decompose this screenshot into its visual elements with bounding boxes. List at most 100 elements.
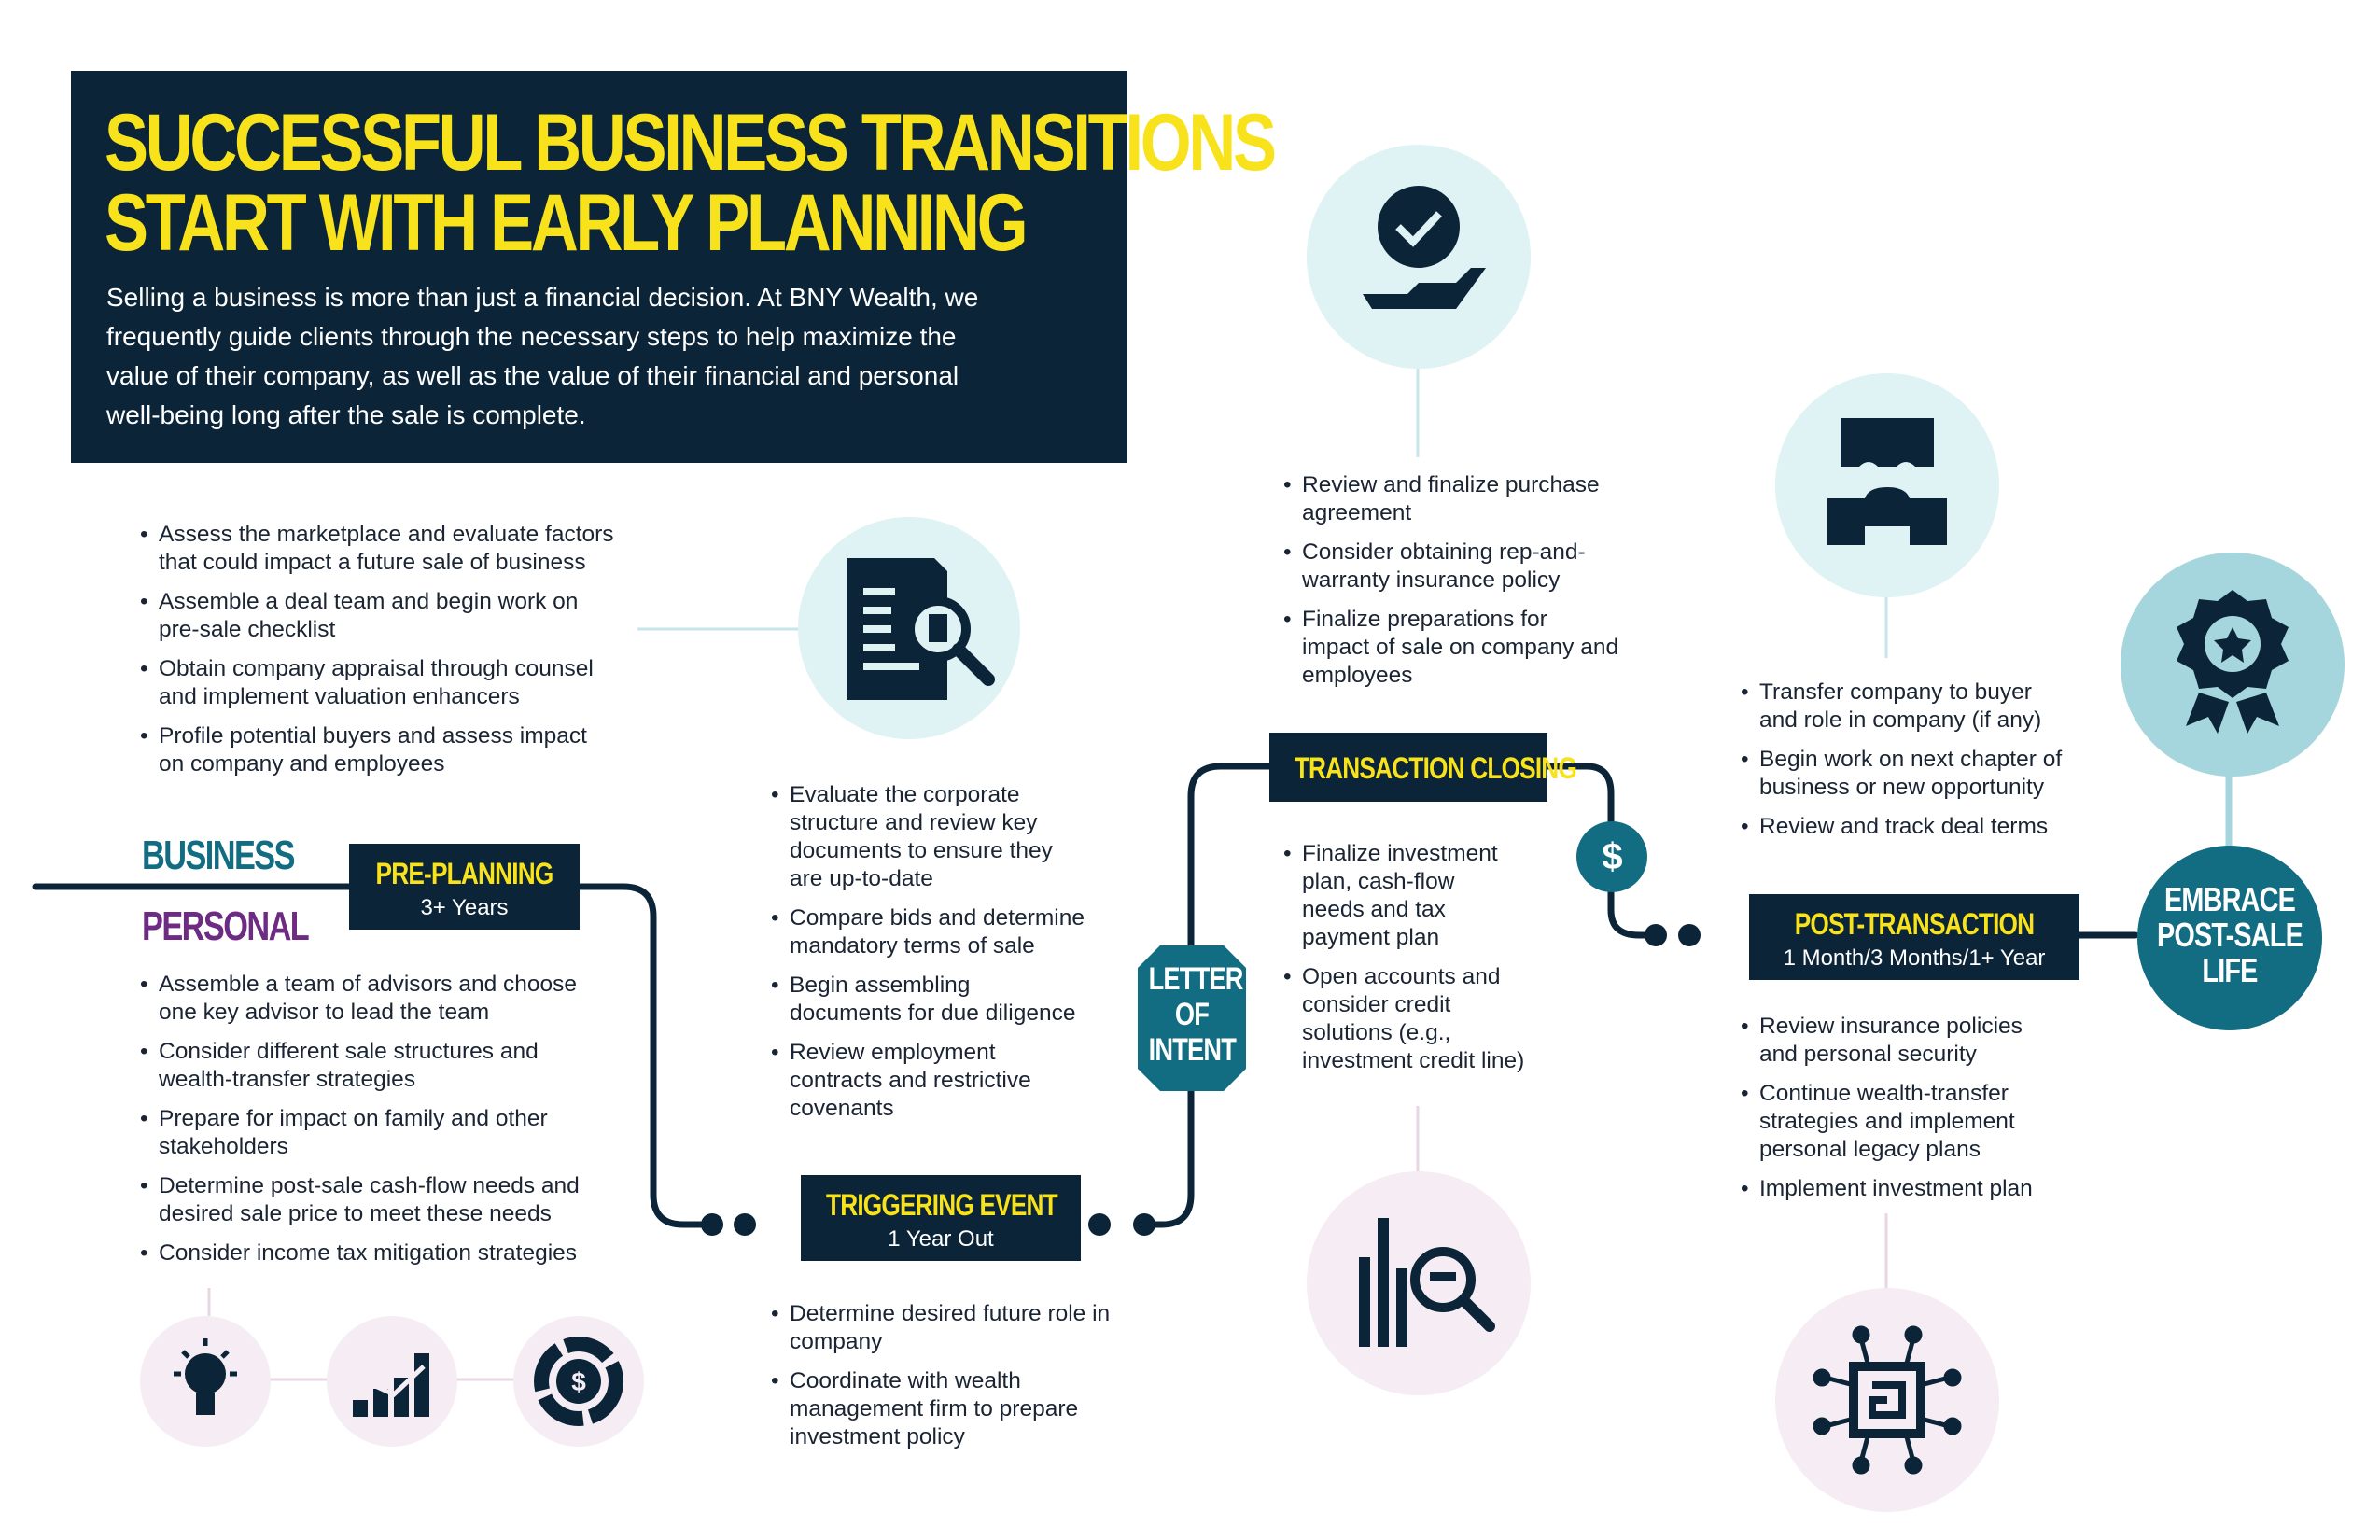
list-item: Assess the marketplace and evaluate fact… xyxy=(140,521,663,577)
list-item-line: Obtain company appraisal through counsel xyxy=(159,656,594,681)
business-track-label: BUSINESS xyxy=(142,833,296,878)
list-item-line: contracts and restrictive xyxy=(790,1068,1031,1093)
embrace-label: EMBRACE POST-SALE LIFE xyxy=(2137,882,2322,988)
list-item-line: and implement valuation enhancers xyxy=(159,684,520,709)
list-item-line: wealth-transfer strategies xyxy=(159,1067,416,1092)
list-item-line: Evaluate the corporate xyxy=(790,782,1020,807)
chart-search-circle xyxy=(1307,1171,1531,1395)
list-item: Consider different sale structures andwe… xyxy=(140,1038,663,1094)
list-item-line: covenants xyxy=(790,1096,894,1121)
list-item-line: Open accounts and xyxy=(1302,964,1501,989)
list-item-line: Review insurance policies xyxy=(1759,1014,2023,1039)
lightbulb-icon xyxy=(174,1338,237,1415)
pre-planning-business-list: Assess the marketplace and evaluate fact… xyxy=(140,521,663,790)
puzzle-icon xyxy=(1827,418,1947,545)
list-item: Begin assembling documents for due dilige… xyxy=(771,972,1163,1028)
list-item-line: solutions (e.g., xyxy=(1302,1020,1451,1045)
list-item-line: strategies and implement xyxy=(1759,1109,2015,1134)
triggering-business-list: Evaluate the corporate structure and revi… xyxy=(771,781,1163,1134)
intro-line: frequently guide clients through the nec… xyxy=(106,322,957,351)
list-item-line: plan, cash-flow xyxy=(1302,869,1455,894)
stage-transaction-closing: TRANSACTION CLOSING xyxy=(1269,733,1577,802)
list-item: Review employment contracts and restricti… xyxy=(771,1039,1163,1123)
intro-text: Selling a business is more than just a f… xyxy=(106,278,1096,435)
list-item: Open accounts and consider credit solution… xyxy=(1283,963,1582,1075)
list-item-line: pre-sale checklist xyxy=(159,617,336,642)
list-item-line: Implement investment plan xyxy=(1759,1176,2033,1201)
list-item: Finalize investment plan, cash-flow needs … xyxy=(1283,840,1582,952)
growth-chart-circle xyxy=(327,1316,457,1447)
growth-chart-icon xyxy=(351,1353,429,1417)
list-item-line: documents to ensure they xyxy=(790,838,1053,863)
list-item-line: needs and tax xyxy=(1302,897,1446,922)
circuit-circle xyxy=(1775,1288,1999,1512)
title-line-2: START WITH EARLY PLANNING xyxy=(105,178,1029,268)
letter-of-intent-badge xyxy=(1138,945,1246,1091)
page-title: SUCCESSFUL BUSINESS TRANSITIONS START WI… xyxy=(105,103,1277,263)
list-item: Assemble a deal team and begin work on pr… xyxy=(140,588,663,644)
svg-text:$: $ xyxy=(571,1367,586,1396)
stage-title: POST-TRANSACTION xyxy=(1794,907,2035,941)
list-item-line: Determine post-sale cash-flow needs and xyxy=(159,1173,580,1198)
list-item: Review and track deal terms xyxy=(1741,813,2151,841)
stage-title: TRANSACTION CLOSING xyxy=(1294,751,1577,785)
embrace-post-sale-life xyxy=(2137,846,2322,1030)
embrace-line: EMBRACE xyxy=(2163,880,2296,918)
list-item-line: on company and employees xyxy=(159,751,445,777)
dollar-marker: $ xyxy=(1576,821,1647,892)
list-item-line: Review employment xyxy=(790,1040,996,1065)
list-item-line: employees xyxy=(1302,663,1413,688)
hand-check-circle xyxy=(1307,145,1531,369)
list-item-line: agreement xyxy=(1302,500,1412,525)
pre-planning-personal-list: Assemble a team of advisors and chooseon… xyxy=(140,971,663,1279)
list-item-line: company xyxy=(790,1329,883,1354)
list-item-line: Consider obtaining rep-and- xyxy=(1302,539,1586,565)
list-item-line: are up-to-date xyxy=(790,866,933,891)
circuit-icon xyxy=(1813,1325,1962,1475)
list-item: Obtain company appraisal through counsel… xyxy=(140,655,663,711)
list-item-line: consider credit xyxy=(1302,992,1451,1017)
list-item-line: Review and track deal terms xyxy=(1759,814,2049,839)
intro-line: Selling a business is more than just a f… xyxy=(106,283,979,312)
list-item-line: structure and review key xyxy=(790,810,1038,835)
list-item: Assemble a team of advisors and chooseon… xyxy=(140,971,663,1027)
closing-personal-list: Finalize investment plan, cash-flow needs … xyxy=(1283,840,1582,1086)
list-item-line: Finalize investment xyxy=(1302,841,1498,866)
loi-line: LETTER xyxy=(1148,961,1244,997)
stage-pre-planning: PRE-PLANNING 3+ Years xyxy=(349,844,580,930)
stage-title: TRIGGERING EVENT xyxy=(826,1188,1058,1222)
list-item-line: one key advisor to lead the team xyxy=(159,1000,490,1025)
list-item-line: documents for due diligence xyxy=(790,1001,1076,1026)
list-item-line: desired sale price to meet these needs xyxy=(159,1201,552,1226)
list-item-line: Consider income tax mitigation strategie… xyxy=(159,1240,578,1266)
puzzle-circle xyxy=(1775,373,1999,597)
list-item: Consider obtaining rep-and-warranty insu… xyxy=(1283,539,1675,595)
list-item-line: and role in company (if any) xyxy=(1759,707,2042,733)
intro-line: value of their company, as well as the v… xyxy=(106,361,959,390)
chart-search-icon xyxy=(1359,1218,1495,1347)
list-item-line: Begin work on next chapter of xyxy=(1759,747,2063,772)
stage-title: PRE-PLANNING xyxy=(375,857,554,890)
loi-line: OF xyxy=(1174,997,1210,1032)
list-item-line: Prepare for impact on family and other xyxy=(159,1106,548,1131)
list-item-line: Determine desired future role in xyxy=(790,1301,1111,1326)
list-item: Determine post-sale cash-flow needs and d… xyxy=(140,1172,663,1228)
list-item: Implement investment plan xyxy=(1741,1175,2151,1203)
list-item-line: Profile potential buyers and assess impa… xyxy=(159,723,587,749)
embrace-line: LIFE xyxy=(2202,951,2258,989)
list-item-line: Assemble a deal team and begin work on xyxy=(159,589,579,614)
list-item-line: management firm to prepare xyxy=(790,1396,1079,1421)
list-item-line: payment plan xyxy=(1302,925,1440,950)
loi-line: INTENT xyxy=(1148,1032,1237,1068)
award-circle xyxy=(2121,553,2345,777)
list-item-line: Begin assembling xyxy=(790,973,971,998)
lightbulb-circle xyxy=(140,1316,271,1447)
dollar-cycle-icon: $ xyxy=(534,1337,623,1426)
list-item-line: investment credit line) xyxy=(1302,1048,1525,1073)
